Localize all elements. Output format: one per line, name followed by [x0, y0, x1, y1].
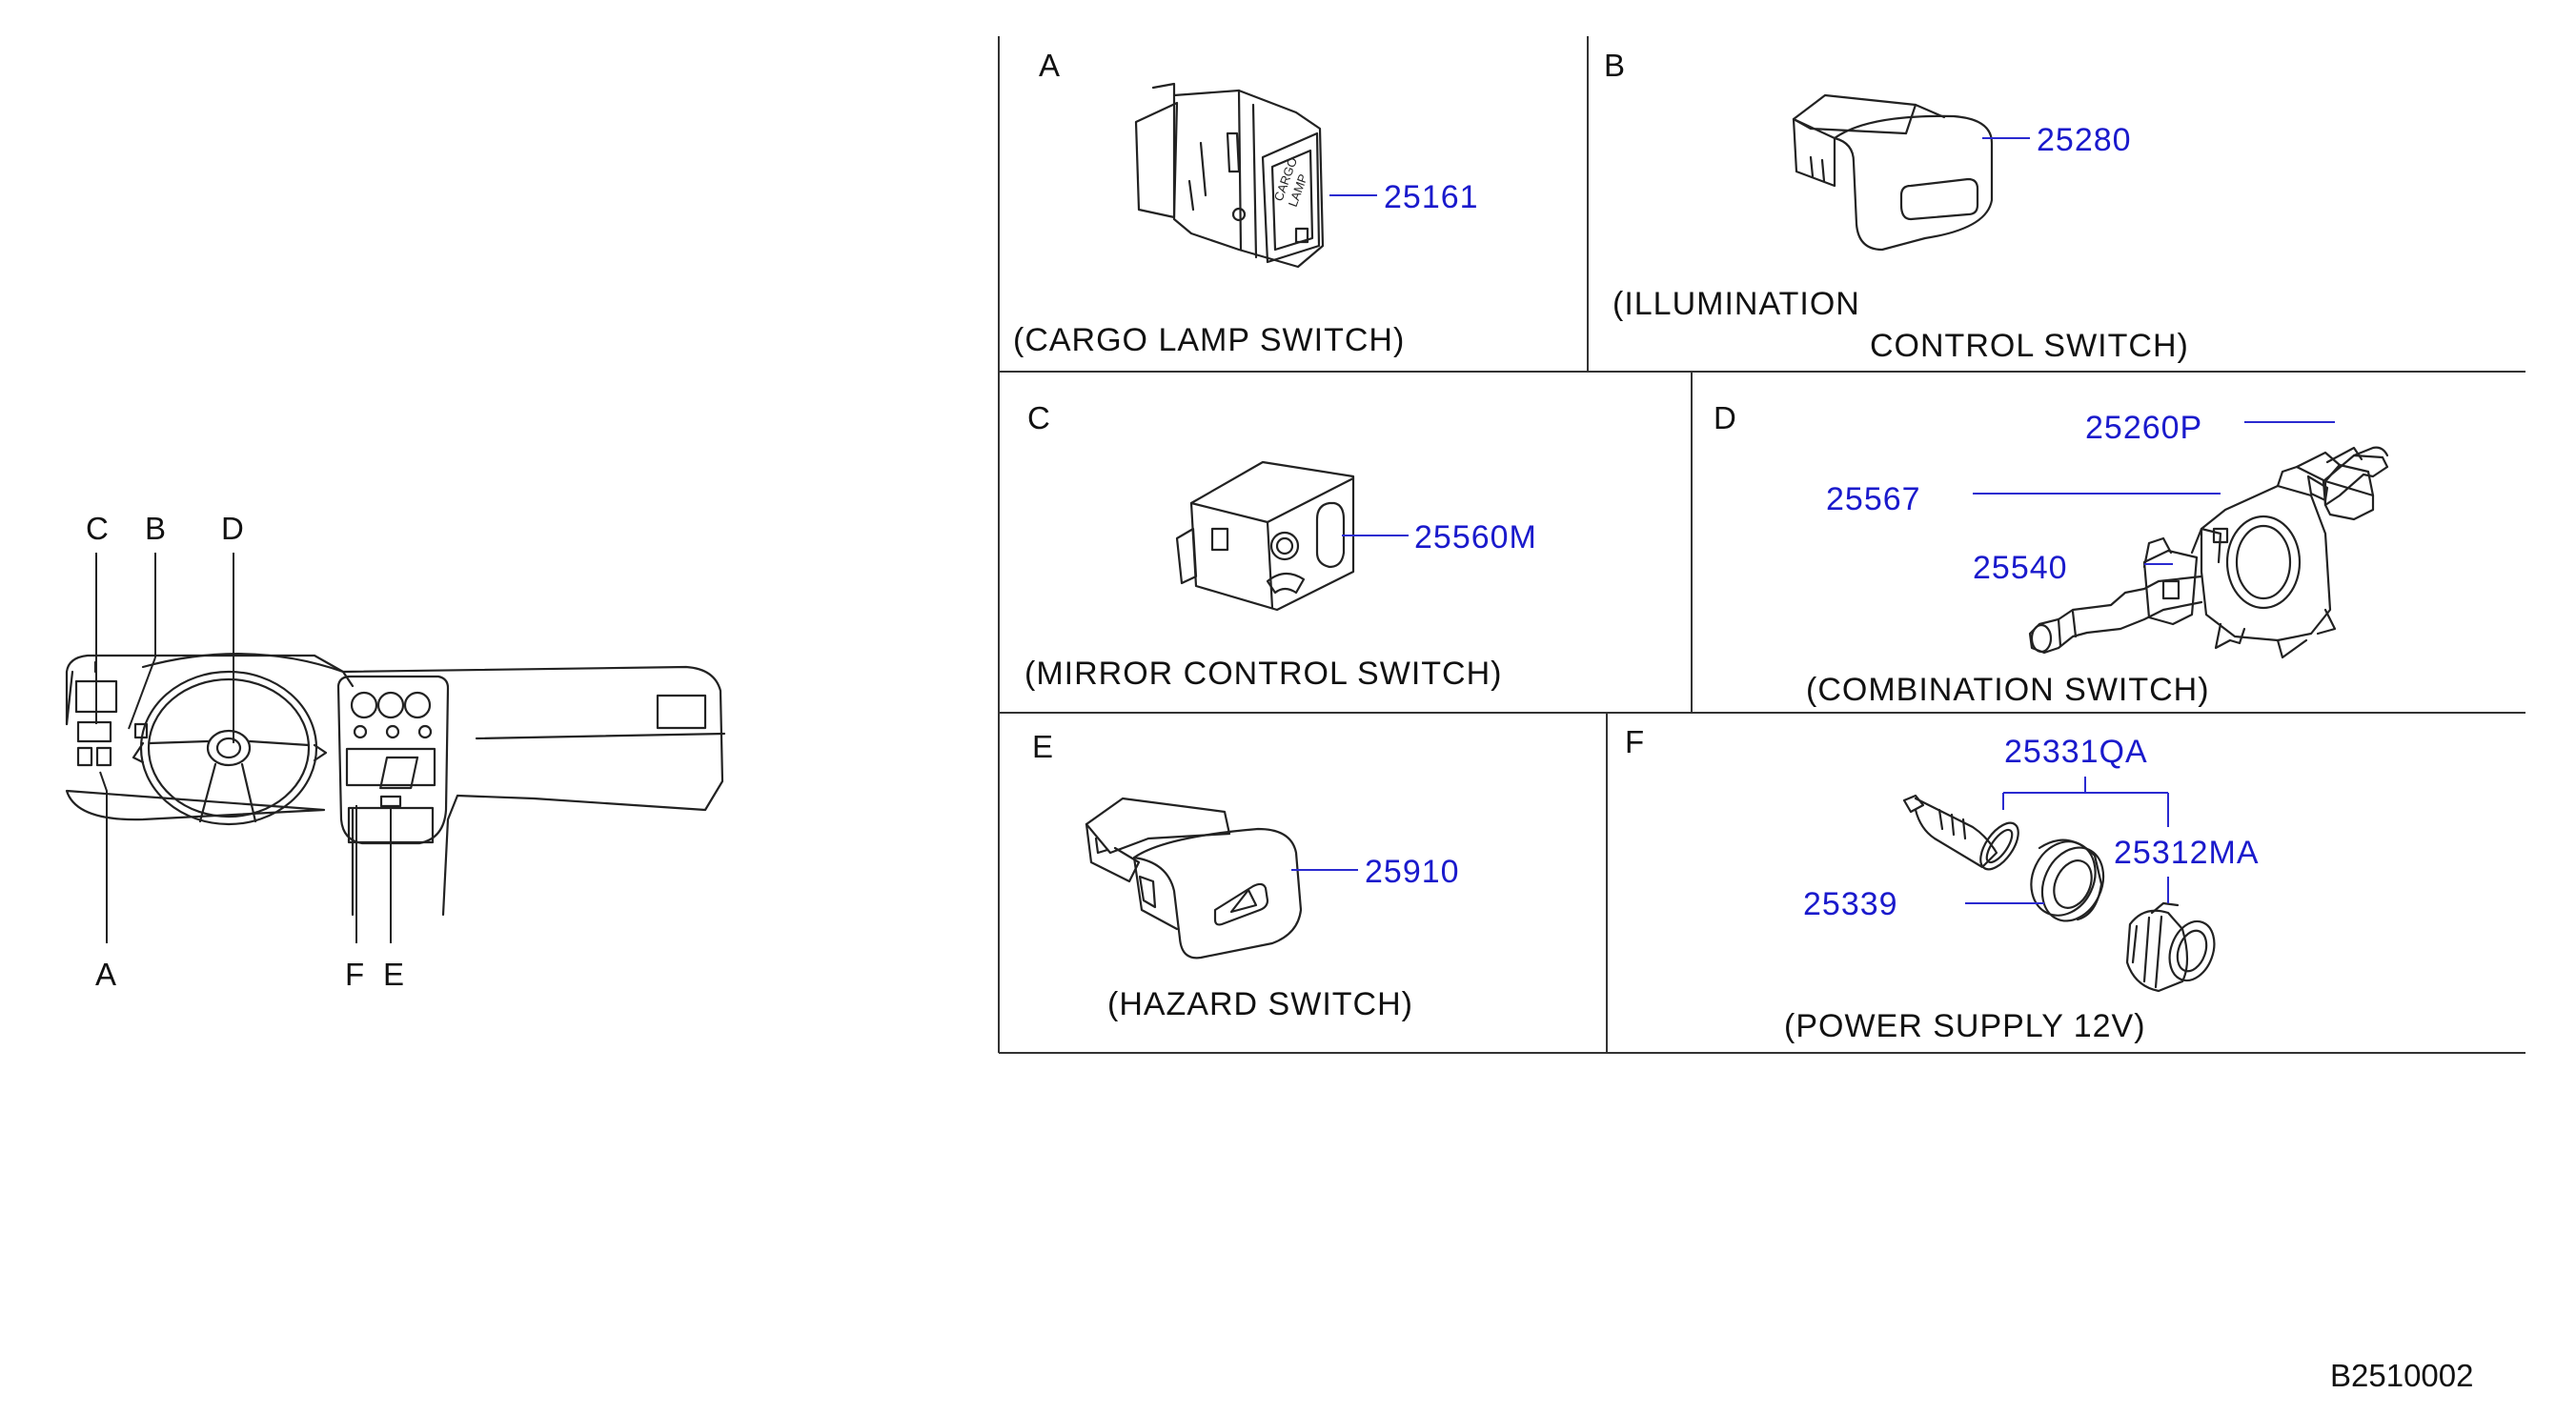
panel-d-letter: D — [1714, 400, 1737, 435]
callout-b: B — [145, 511, 167, 546]
part-number-25280: 25280 — [2037, 122, 2132, 158]
part-number-25560M: 25560M — [1414, 519, 1537, 556]
part-number-25260P: 25260P — [2085, 410, 2202, 446]
part-number-25339: 25339 — [1803, 886, 1898, 922]
panel-b-caption-line1: (ILLUMINATION — [1613, 286, 1860, 322]
drawing-reference: B2510002 — [2330, 1358, 2473, 1393]
dashboard-overview: C B D A F E — [65, 511, 726, 992]
panel-c: C 25560M (MIRROR CONTROL SWITCH) — [1024, 400, 1537, 692]
illumination-control-switch-icon — [1792, 93, 1994, 252]
panel-a-letter: A — [1039, 48, 1061, 83]
panel-grid — [998, 36, 2525, 1054]
part-number-25540: 25540 — [1973, 550, 2068, 586]
panel-a-caption: (CARGO LAMP SWITCH) — [1013, 322, 1405, 358]
callout-e: E — [383, 957, 405, 992]
part-number-25312MA: 25312MA — [2114, 835, 2260, 871]
panel-e-caption: (HAZARD SWITCH) — [1107, 986, 1413, 1022]
panel-a: A CARGO LAMP 25161 (CARGO LAMP SWITCH) — [1013, 48, 1479, 358]
part-number-25910: 25910 — [1365, 854, 1460, 890]
panel-f: F 25331QA 25312MA 25339 ( — [1625, 724, 2260, 1044]
panel-e-letter: E — [1032, 729, 1054, 764]
panel-f-letter: F — [1625, 724, 1645, 759]
panel-c-caption: (MIRROR CONTROL SWITCH) — [1024, 656, 1502, 692]
dashboard-icon — [65, 653, 726, 917]
part-number-25567: 25567 — [1826, 481, 1921, 517]
callout-d: D — [221, 511, 245, 546]
panel-d-caption: (COMBINATION SWITCH) — [1806, 672, 2210, 708]
panel-d: D — [1714, 400, 2389, 708]
panel-b-letter: B — [1604, 48, 1626, 83]
mirror-control-switch-icon — [1175, 460, 1355, 612]
panel-b: B 25280 (ILLUMINATION CONTROL SWITCH) — [1604, 48, 2189, 364]
panel-b-caption-line2: CONTROL SWITCH) — [1870, 328, 2189, 364]
combination-switch-icon — [2028, 446, 2389, 659]
part-number-25331QA: 25331QA — [2004, 734, 2148, 770]
callout-c: C — [86, 511, 110, 546]
callout-leaders — [95, 553, 392, 943]
callout-f: F — [345, 957, 365, 992]
panel-f-caption: (POWER SUPPLY 12V) — [1784, 1008, 2146, 1044]
cargo-lamp-switch-icon: CARGO LAMP — [1134, 82, 1325, 269]
callout-a: A — [95, 957, 117, 992]
panel-e: E 25910 (HAZARD SWITCH) — [1032, 729, 1460, 1022]
part-number-25161: 25161 — [1384, 179, 1479, 215]
hazard-switch-icon — [1085, 797, 1303, 960]
power-supply-socket-icon — [1902, 794, 2216, 993]
panel-c-letter: C — [1027, 400, 1051, 435]
